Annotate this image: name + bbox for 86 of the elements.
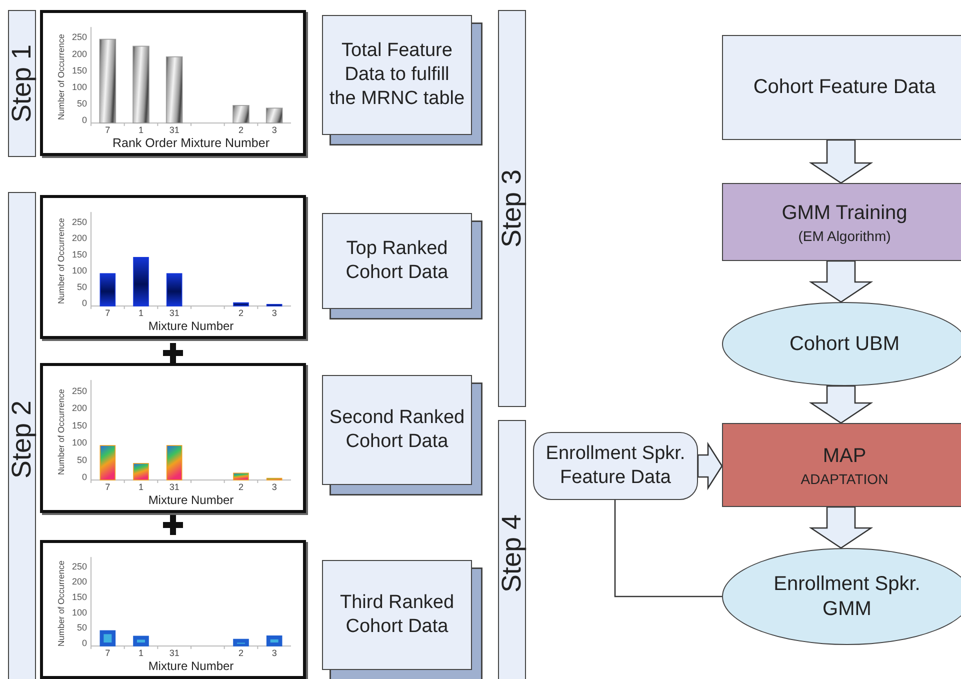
step-band <box>8 192 36 679</box>
y-tick-label: 50 <box>76 622 87 633</box>
y-axis: 0 50 100 150 200 250 <box>72 556 92 648</box>
y-tick-label: 150 <box>72 249 87 260</box>
node-text: MAP <box>822 444 868 468</box>
y-tick-label: 250 <box>72 561 87 572</box>
axis-title: Number of Occurrence <box>56 34 66 120</box>
y-tick-label: 50 <box>76 454 87 465</box>
connector-line <box>614 500 722 598</box>
node-text: Third Ranked Cohort Data <box>338 591 456 639</box>
node-text: Cohort Feature Data <box>752 75 937 100</box>
tick-label: 3 <box>272 648 277 658</box>
tick-label: 7 <box>105 308 110 318</box>
node-subtext: ADAPTATION <box>800 470 888 486</box>
tick-label: 7 <box>105 125 110 135</box>
process-box <box>722 183 961 261</box>
block-arrow <box>808 385 874 424</box>
block-arrow <box>808 260 874 303</box>
tick-label: 2 <box>238 308 244 318</box>
tick-label: 2 <box>238 482 244 492</box>
y-axis: 0 50 100 150 200 250 <box>72 26 92 125</box>
tick-label: 7 <box>105 648 110 658</box>
tick-label: 2 <box>238 125 244 135</box>
axis-title: Number of Occurrence <box>56 560 66 646</box>
y-tick-label: 200 <box>72 233 87 244</box>
y-axis: 0 50 100 150 200 250 <box>72 212 92 308</box>
step-label: Step 3 <box>496 169 528 248</box>
y-tick-label: 0 <box>82 298 87 308</box>
step-band <box>498 420 526 679</box>
y-tick-label: 100 <box>72 438 87 448</box>
y-tick-label: 50 <box>76 282 87 292</box>
tick-label: 3 <box>272 308 277 318</box>
tick-label: 3 <box>272 125 277 135</box>
y-tick-label: 150 <box>72 65 87 76</box>
tick-label: 31 <box>169 125 180 135</box>
y-tick-label: 250 <box>72 32 87 42</box>
tick-label: 3 <box>272 482 277 492</box>
tick-label: 31 <box>169 482 180 492</box>
node-text: Total Feature Data to fulfill the MRNC table <box>328 39 466 111</box>
tick-label: 1 <box>138 648 144 658</box>
tick-label: 2 <box>238 648 244 658</box>
axis-title: Mixture Number <box>148 319 234 333</box>
y-tick-label: 150 <box>72 420 87 430</box>
process-box <box>722 35 961 140</box>
step-band <box>498 10 526 407</box>
tick-label: 1 <box>138 482 144 492</box>
y-tick-label: 100 <box>72 266 87 276</box>
y-axis: 0 50 100 150 200 250 <box>72 380 92 482</box>
y-tick-label: 0 <box>82 472 87 482</box>
tick-label: 1 <box>138 308 144 318</box>
step-band <box>8 10 36 157</box>
tick-label: 31 <box>169 308 180 318</box>
axis-title: Number of Occurrence <box>56 218 66 304</box>
step-label: Step 4 <box>496 514 528 593</box>
y-tick-label: 100 <box>72 607 87 618</box>
node-text: Top Ranked Cohort Data <box>344 237 450 285</box>
y-tick-label: 150 <box>72 592 87 602</box>
axis-title: Mixture Number <box>148 493 234 507</box>
node-text: Enrollment Spkr. GMM <box>772 572 922 622</box>
axis-title: Rank Order Mixture Number <box>112 136 270 150</box>
tick-label: 1 <box>138 125 144 135</box>
node-subtext: (EM Algorithm) <box>798 228 891 244</box>
node-text: Enrollment Spkr. Feature Data <box>544 442 686 490</box>
node-text: Second Ranked Cohort Data <box>328 406 466 454</box>
block-arrow <box>808 506 874 549</box>
tick-label: 31 <box>169 648 180 658</box>
y-tick-label: 0 <box>82 115 87 125</box>
process-box <box>722 423 961 507</box>
step-label: Step 1 <box>6 44 38 123</box>
block-arrow <box>697 442 723 490</box>
y-tick-label: 0 <box>82 638 87 648</box>
axis-title: Number of Occurrence <box>56 389 66 475</box>
y-tick-label: 50 <box>76 98 87 108</box>
y-tick-label: 200 <box>72 403 87 414</box>
y-tick-label: 250 <box>72 216 87 227</box>
y-tick-label: 100 <box>72 82 87 92</box>
y-tick-label: 200 <box>72 48 87 59</box>
node-text: Cohort UBM <box>788 332 901 356</box>
y-tick-label: 200 <box>72 576 87 587</box>
node-text: GMM Training <box>780 200 908 226</box>
y-tick-label: 250 <box>72 386 87 396</box>
tick-label: 7 <box>105 482 110 492</box>
block-arrow <box>808 139 874 184</box>
axis-title: Mixture Number <box>148 659 234 673</box>
input-box <box>533 432 698 500</box>
step-label: Step 2 <box>6 400 38 479</box>
